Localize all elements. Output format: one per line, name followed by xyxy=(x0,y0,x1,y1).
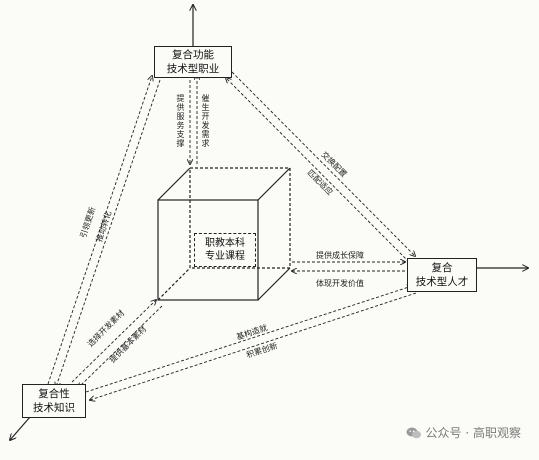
core-line-2: 专业课程 xyxy=(205,251,245,262)
core-course-box: 职教本科 专业课程 xyxy=(194,233,256,267)
label-development-value: 体现开发价值 xyxy=(316,279,364,288)
arrow-top-to-left xyxy=(56,79,161,387)
arrow-cube-to-left xyxy=(78,305,163,388)
wechat-icon xyxy=(406,426,422,440)
node-right-line-1: 复合 xyxy=(431,262,453,274)
node-composite-knowledge: 复合性 技术知识 xyxy=(22,384,86,418)
node-left-line-2: 技术知识 xyxy=(33,402,75,414)
arrow-left-to-right xyxy=(85,286,412,393)
node-right-line-2: 技术型人才 xyxy=(415,276,469,288)
arrow-left-to-cube xyxy=(71,300,156,383)
label-service-support: 提供服务支撑 xyxy=(176,94,185,148)
label-development-demand: 催生开发需求 xyxy=(201,94,210,148)
axis-diagonal xyxy=(10,416,31,440)
cube xyxy=(157,167,291,301)
node-composite-occupation: 复合功能 技术型职业 xyxy=(154,46,232,78)
label-growth-guarantee: 提供成长保障 xyxy=(316,251,364,260)
node-left-line-1: 复合性 xyxy=(38,388,70,400)
core-line-1: 职教本科 xyxy=(205,238,245,249)
arrow-right-to-left xyxy=(90,292,417,400)
node-composite-talent: 复合 技术型人才 xyxy=(407,258,477,292)
watermark: 公众号 · 高职观察 xyxy=(406,424,521,441)
arrow-right-to-top xyxy=(226,78,410,263)
arrow-left-to-top xyxy=(47,76,152,385)
node-top-line-1: 复合功能 xyxy=(172,49,214,61)
node-top-line-2: 技术型职业 xyxy=(166,63,220,75)
arrow-top-to-right xyxy=(231,71,415,256)
watermark-text: 公众号 · 高职观察 xyxy=(425,426,521,440)
